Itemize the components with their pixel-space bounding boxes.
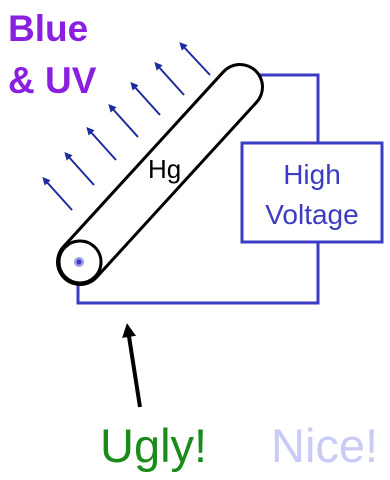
caption-ugly: Ugly! (100, 419, 208, 472)
lamp-label: Hg (148, 154, 181, 184)
high-voltage-supply: High Voltage (240, 141, 384, 244)
title-blue: Blue (8, 8, 89, 49)
emission-arrows (42, 42, 211, 211)
emission-arrow (42, 177, 73, 211)
emission-arrow (86, 127, 117, 161)
emission-arrow (179, 42, 211, 76)
emission-arrow (154, 62, 185, 96)
title-uv: & UV (8, 60, 97, 101)
caption-nice: Nice! (271, 419, 379, 472)
mercury-lamp-tube (56, 63, 264, 286)
pointer-arrow (122, 323, 142, 408)
supply-label-line2: Voltage (265, 199, 358, 230)
emission-arrow (130, 82, 161, 116)
emission-arrow (64, 152, 95, 186)
supply-label-line1: High (283, 159, 341, 190)
emission-arrow (108, 104, 139, 138)
